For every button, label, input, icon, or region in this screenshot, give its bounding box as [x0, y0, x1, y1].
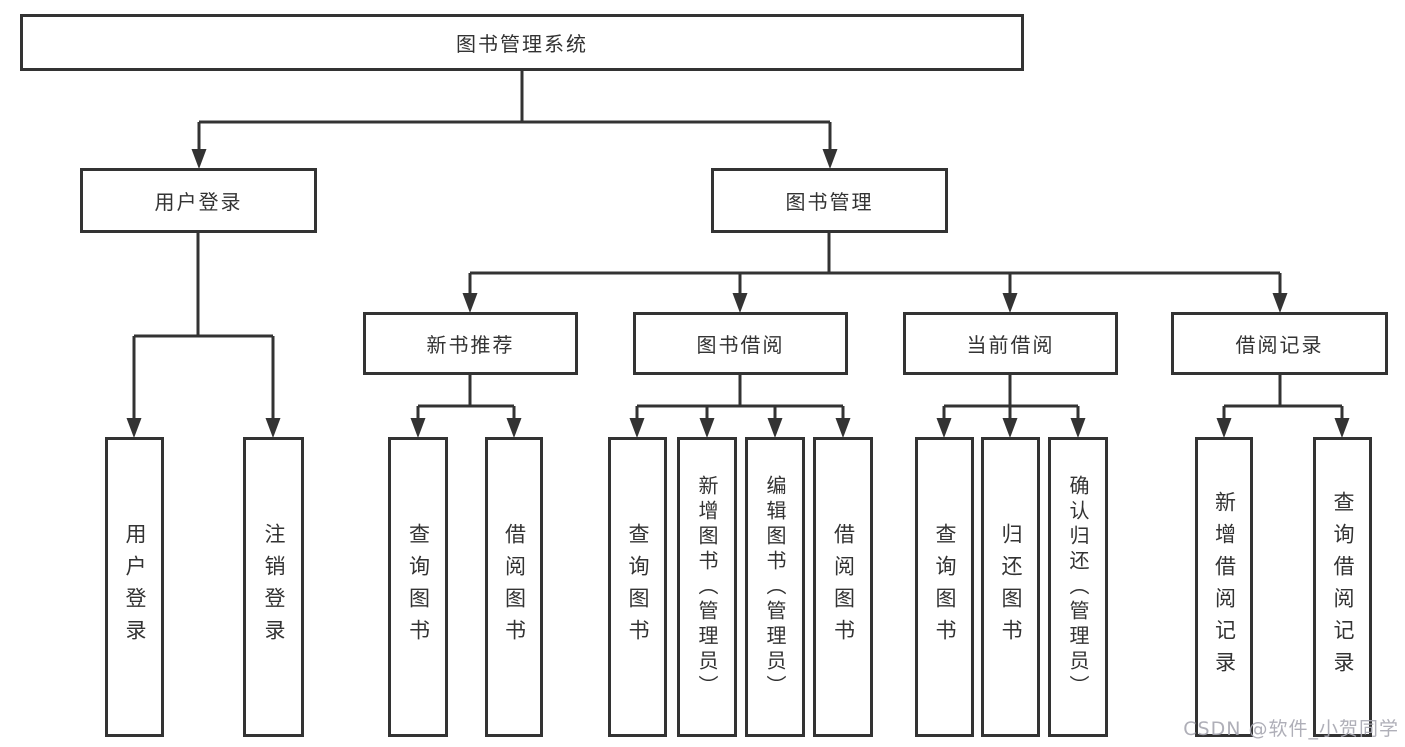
- node-new-book-recommend: 新书推荐: [363, 312, 578, 375]
- node-label: 借阅记录: [1235, 333, 1324, 357]
- node-label: 图书管理系统: [456, 32, 588, 56]
- leaf-add-borrow-record: 新增借阅记录: [1195, 437, 1253, 737]
- leaf-label: 查询图书: [933, 523, 957, 651]
- leaf-label: 借阅图书: [831, 523, 856, 651]
- leaf-label: 查询图书: [406, 523, 431, 651]
- node-book-borrowing: 图书借阅: [633, 312, 848, 375]
- leaf-logout-login: 注销登录: [243, 437, 304, 737]
- node-book-management: 图书管理: [711, 168, 948, 233]
- leaf-edit-books-admin: 编辑图书（管理员）: [745, 437, 805, 737]
- leaf-label: 查询图书: [626, 523, 650, 651]
- leaf-confirm-return-admin: 确认归还（管理员）: [1048, 437, 1108, 737]
- node-current-borrowing: 当前借阅: [903, 312, 1118, 375]
- leaf-return-books: 归还图书: [981, 437, 1040, 737]
- leaf-label: 借阅图书: [502, 523, 527, 651]
- node-library-system: 图书管理系统: [20, 14, 1024, 71]
- leaf-query-books-3: 查询图书: [915, 437, 974, 737]
- leaf-add-books-admin: 新增图书（管理员）: [677, 437, 737, 737]
- node-label: 用户登录: [154, 190, 243, 214]
- leaf-borrow-books-2: 借阅图书: [813, 437, 873, 737]
- node-label: 当前借阅: [966, 333, 1055, 357]
- csdn-watermark: CSDN @软件_小贺同学: [1183, 718, 1399, 740]
- node-borrow-records: 借阅记录: [1171, 312, 1388, 375]
- leaf-query-books-1: 查询图书: [388, 437, 448, 737]
- node-user-login: 用户登录: [80, 168, 317, 233]
- leaf-label: 新增借阅记录: [1212, 491, 1237, 683]
- node-label: 新书推荐: [426, 333, 515, 357]
- leaf-label: 确认归还（管理员）: [1066, 474, 1090, 700]
- leaf-query-books-2: 查询图书: [608, 437, 667, 737]
- leaf-query-borrow-record: 查询借阅记录: [1313, 437, 1372, 737]
- node-label: 图书借阅: [696, 333, 785, 357]
- leaf-label: 归还图书: [999, 523, 1023, 651]
- leaf-borrow-books-1: 借阅图书: [485, 437, 543, 737]
- node-label: 图书管理: [785, 190, 874, 214]
- leaf-user-login: 用户登录: [105, 437, 164, 737]
- leaf-label: 编辑图书（管理员）: [763, 474, 787, 700]
- leaf-label: 查询借阅记录: [1331, 491, 1355, 683]
- leaf-label: 注销登录: [262, 523, 286, 651]
- leaf-label: 用户登录: [123, 523, 147, 651]
- leaf-label: 新增图书（管理员）: [695, 474, 719, 700]
